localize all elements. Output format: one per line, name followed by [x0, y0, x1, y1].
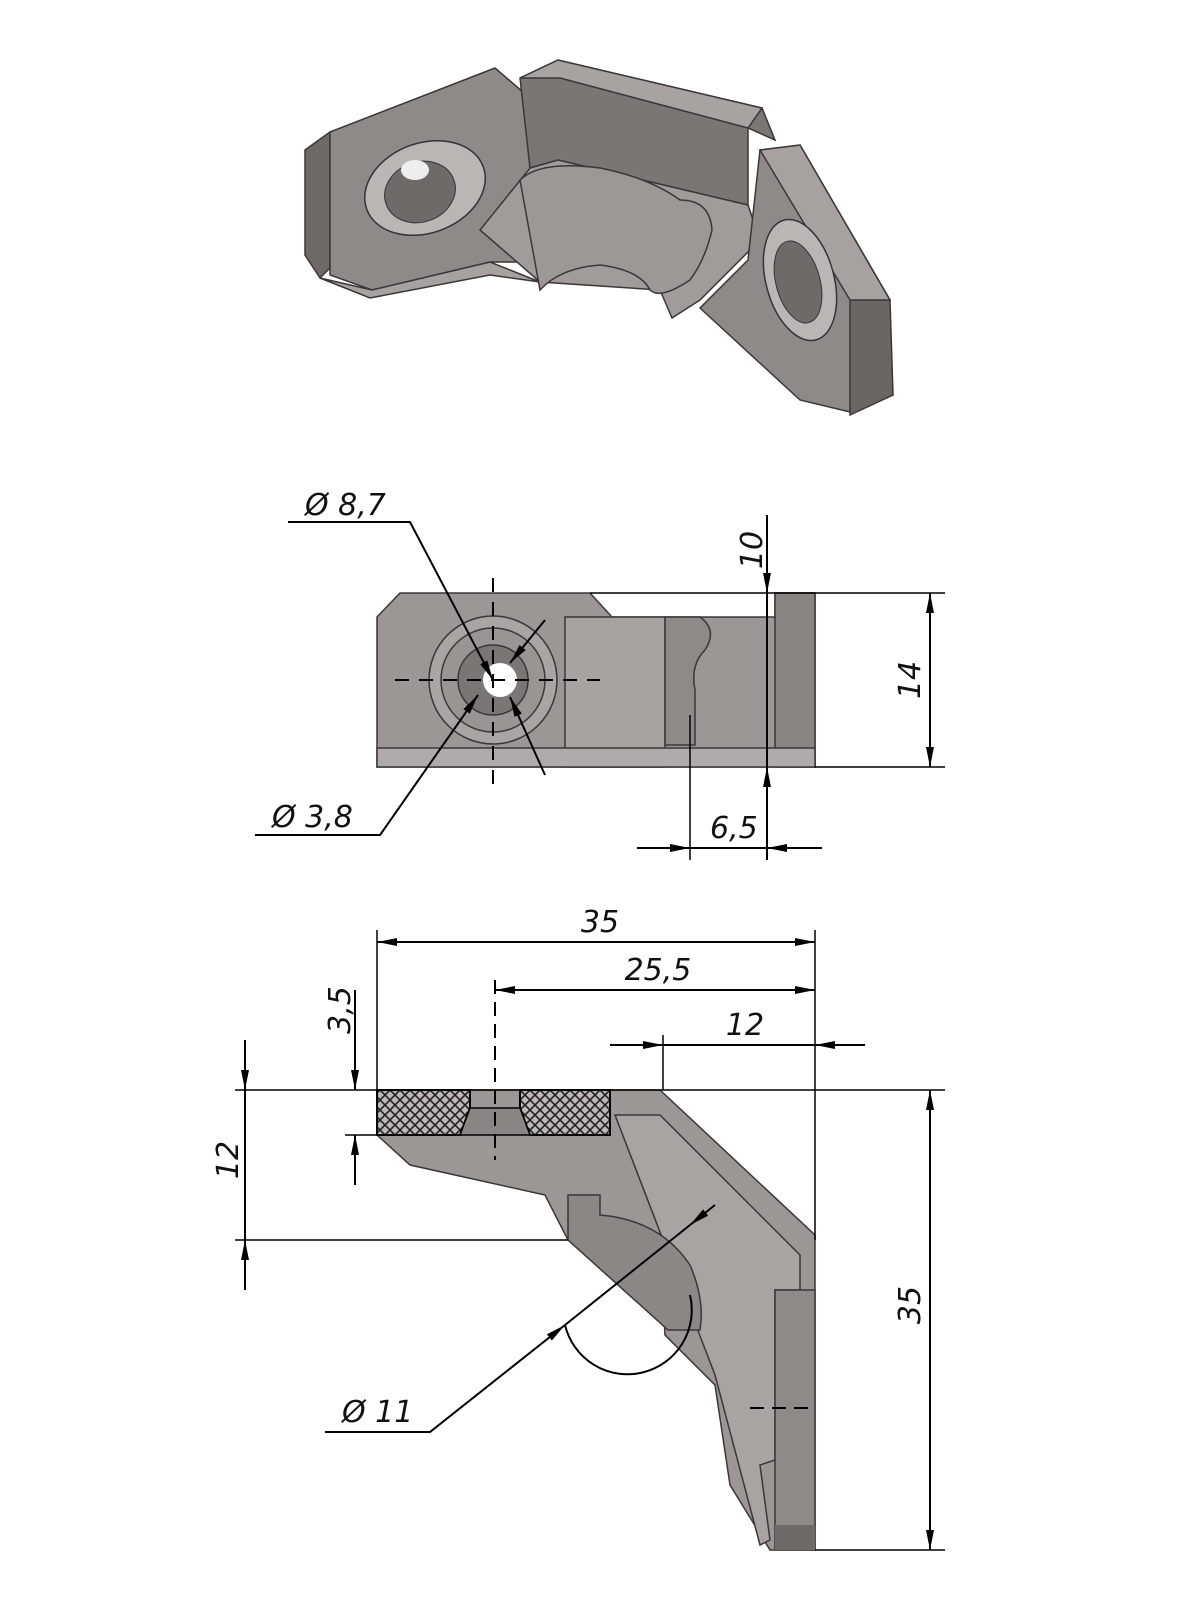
isometric-view [304, 59, 894, 417]
dia-11-leader [325, 1324, 566, 1433]
left-hole-through [401, 160, 429, 180]
dia-11-span [564, 1224, 691, 1326]
bore-surface [567, 1194, 702, 1331]
dim-35-top-label: 35 [581, 905, 619, 940]
front-view: Ø 8,7 Ø 3,8 10 14 6,5 [255, 488, 945, 860]
dim-14-label: 14 [893, 661, 928, 699]
dia-3-8-arrow-lower [509, 696, 546, 776]
dim-10-label: 10 [735, 531, 770, 569]
front-bottom-strip [376, 747, 816, 768]
front-channel [564, 616, 666, 768]
front-hook-profile [664, 616, 712, 746]
back-wall-top [519, 59, 764, 129]
dia-8-7-leader [288, 521, 494, 681]
dim-12-left-label: 12 [211, 1141, 246, 1179]
right-hole [773, 240, 823, 324]
dia-11-arrow-upper [689, 1204, 716, 1226]
dim-3-5-label: 3,5 [323, 986, 358, 1034]
side-tab [774, 1289, 816, 1551]
dim-25-5-label: 25,5 [625, 953, 692, 988]
side-foot [775, 1525, 815, 1550]
side-view: 35 25,5 12 3,5 12 35 Ø 11 [211, 905, 945, 1551]
dia-11-label: Ø 11 [340, 1395, 413, 1430]
right-plate-edge [758, 144, 892, 301]
front-tab [774, 592, 816, 768]
dim-12-top-label: 12 [726, 1008, 764, 1043]
dia-3-8-label: Ø 3,8 [270, 800, 353, 835]
dia-8-7-label: Ø 8,7 [303, 488, 386, 523]
dim-6-5-label: 6,5 [710, 811, 758, 846]
center-hook [519, 164, 713, 295]
right-plate-side [849, 299, 894, 417]
dim-35-right-label: 35 [893, 1286, 928, 1324]
dia-3-8-leader [255, 694, 479, 836]
dia-3-8-arrow-upper [509, 619, 546, 664]
bore-circle-arc [564, 1294, 693, 1376]
left-plate-side [304, 130, 331, 280]
